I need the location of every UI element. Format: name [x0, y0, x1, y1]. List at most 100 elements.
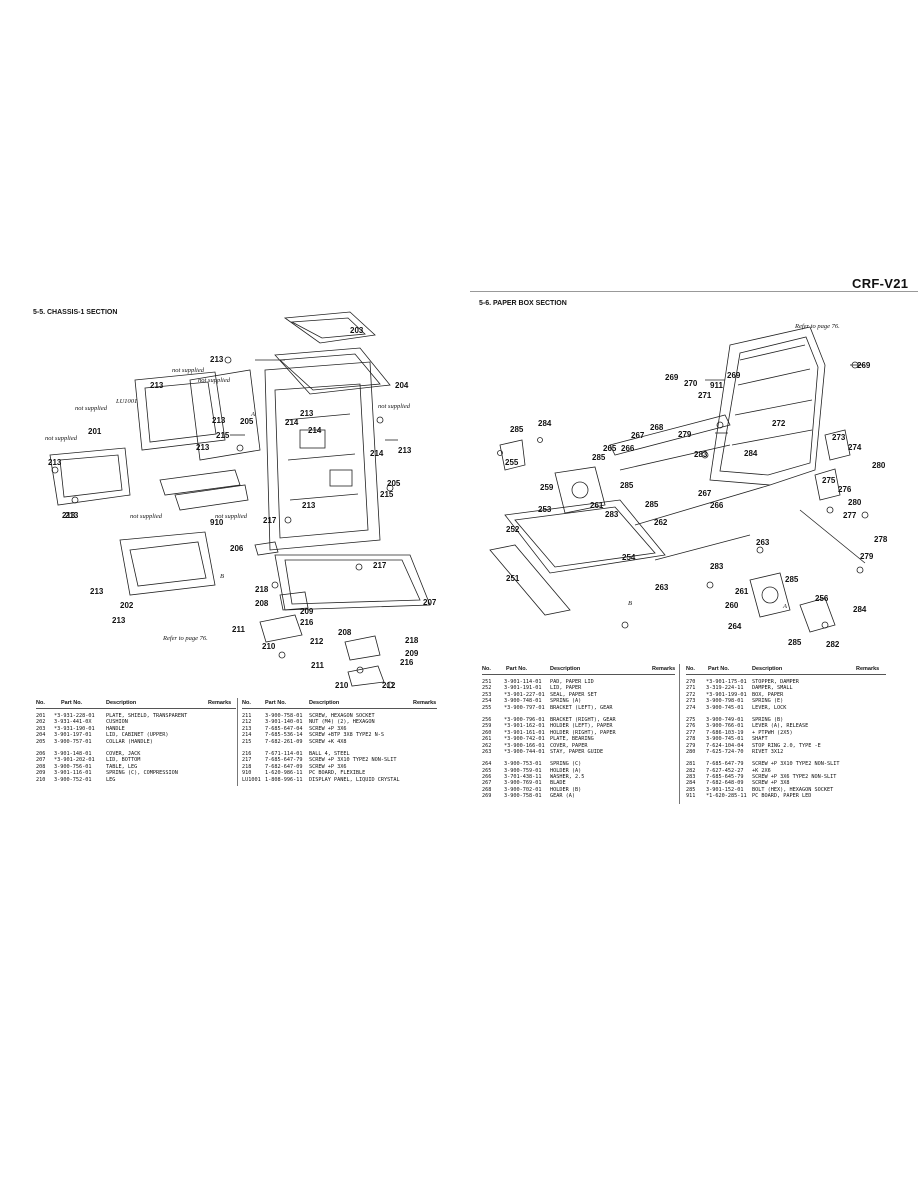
cell-no: 213: [242, 725, 252, 732]
callout-213-l: 213: [112, 616, 126, 625]
cell-description: BALL 4, STEEL: [309, 750, 350, 757]
cell-no: 265: [482, 767, 492, 774]
cell-description: HOLDER (B): [550, 786, 582, 793]
col-remarks: Remarks: [413, 700, 437, 706]
cell-description: SEAL, PAPER SET: [550, 691, 597, 698]
callout-271: 271: [698, 391, 712, 400]
cell-part-no: 3-900-748-01: [504, 698, 542, 705]
col-remarks: Remarks: [856, 666, 880, 672]
cell-part-no: 3-900-758-01: [504, 793, 542, 800]
cell-no: LU1001: [242, 776, 261, 783]
note-not-supplied-6: not supplied: [130, 513, 163, 520]
callout-285: 282: [826, 640, 840, 649]
cell-no: 209: [36, 770, 46, 777]
cell-no: 261: [482, 736, 492, 743]
cell-description: BLADE: [550, 780, 566, 787]
callout-268: 268: [650, 423, 664, 432]
cell-part-no: *3-931-228-01: [54, 713, 95, 719]
cell-no: 254: [482, 698, 492, 705]
note-not-supplied-4: not supplied: [45, 435, 78, 442]
callout-281-b: 269: [727, 371, 741, 380]
callout-209-a: 209: [300, 607, 314, 616]
callout-253: 253: [538, 505, 552, 514]
cell-no: 268: [482, 786, 492, 793]
cell-description: CUSHION: [106, 719, 128, 726]
cell-description: SCREW +P 3X10 TYPE2 NON-SLIT: [309, 757, 397, 764]
callout-281-c: 269: [665, 373, 679, 382]
cell-description: BRACKET (RIGHT), GEAR: [550, 716, 616, 723]
cell-no: 270: [686, 679, 696, 685]
callout-218-a: 218: [255, 585, 269, 594]
table-row: 209 3-901-116-01 SPRING (C), COMPRESSION: [36, 770, 236, 776]
cell-part-no: 7-685-645-79: [706, 774, 744, 781]
note-arrow-a: A: [250, 411, 255, 418]
cell-part-no: 3-900-752-01: [54, 776, 92, 783]
cell-description: PC BOARD, FLEXIBLE: [309, 770, 366, 777]
cell-part-no: *3-900-742-01: [504, 736, 545, 743]
cell-description: SCREW +P 3X6: [309, 725, 347, 732]
callout-282-c: 283: [710, 562, 724, 571]
cell-part-no: 7-682-261-09: [265, 738, 303, 745]
callout-215-a: 215: [216, 431, 230, 440]
cell-no: 253: [482, 691, 492, 698]
cell-no: 272: [686, 691, 696, 698]
cell-description: RIVET 3X12: [752, 748, 784, 755]
note-not-supplied-7: not supplied: [215, 513, 248, 520]
callout-211-b: 211: [311, 661, 324, 670]
callout-264: 264: [728, 622, 742, 631]
paperbox-section-title: 5-6. PAPER BOX SECTION: [479, 300, 567, 307]
callout-270: 270: [684, 379, 698, 388]
cell-part-no: 3-901-197-01: [54, 732, 92, 739]
cell-no: 264: [482, 761, 492, 768]
paperbox-exploded-diagram: 269 269 269 270 911 271 272 273 274 280 …: [470, 305, 910, 650]
callout-261-a: 261: [590, 501, 604, 510]
callout-263-a: 263: [756, 538, 770, 547]
cell-description: SPRING (C), COMPRESSION: [106, 770, 178, 777]
callout-266-a: 266: [710, 501, 724, 510]
callout-283-a: 284: [744, 449, 758, 458]
cell-no: 274: [686, 704, 696, 711]
callout-212-b: 212: [382, 681, 396, 690]
callout-213-e: 213: [196, 443, 210, 452]
cell-description: DAMPER, SMALL: [752, 685, 793, 692]
cell-no: 280: [686, 748, 696, 755]
cell-no: 252: [482, 685, 492, 692]
cell-no: 201: [36, 713, 46, 719]
cell-no: 283: [686, 774, 696, 781]
cell-no: 281: [686, 761, 696, 768]
cell-description: LEVER, LOCK: [752, 704, 787, 711]
cell-part-no: 3-901-191-01: [504, 685, 542, 692]
table-header: No. Part No. Description Remarks: [482, 666, 675, 675]
cell-description: LEVER (A), RELEASE: [752, 723, 809, 730]
callout-211-a: 211: [232, 625, 245, 634]
callout-284-f: 285: [788, 638, 802, 647]
cell-no: 217: [242, 757, 252, 764]
callout-284-b: 285: [592, 453, 606, 462]
cell-no: 216: [242, 750, 252, 757]
cell-no: 206: [36, 750, 46, 757]
cell-description: TABLE, LEG: [106, 763, 138, 770]
cell-no: 215: [242, 738, 252, 745]
cell-no: 218: [242, 763, 252, 770]
cell-no: 210: [36, 776, 46, 783]
cell-part-no: 7-624-104-04: [706, 742, 744, 749]
callout-259: 259: [540, 483, 554, 492]
cell-description: HOLDER (RIGHT), PAPER: [550, 729, 616, 736]
callout-203: 203: [350, 326, 364, 335]
callout-261-b: 261: [735, 587, 749, 596]
cell-part-no: 3-901-116-01: [54, 770, 92, 777]
